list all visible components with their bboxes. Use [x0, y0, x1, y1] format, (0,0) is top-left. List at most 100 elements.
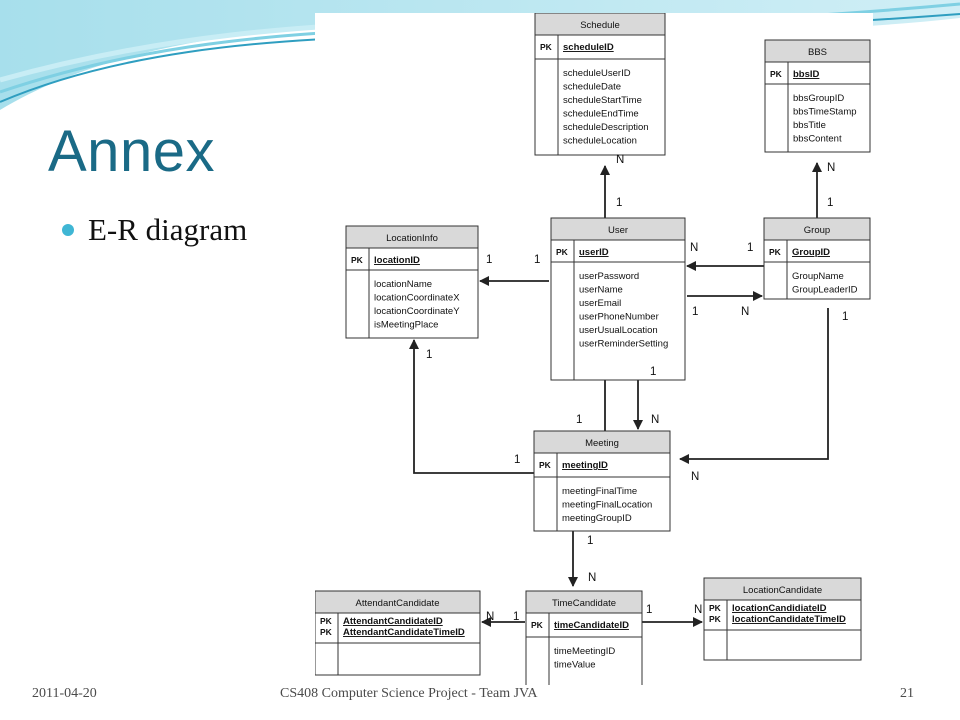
attribute-field: bbsTimeStamp [793, 107, 857, 118]
attribute-field: bbsGroupID [793, 93, 844, 104]
pk-field: locationCandidateTimeID [732, 614, 846, 625]
attribute-field: userName [579, 285, 623, 296]
entity-header [345, 225, 479, 249]
entity-header [550, 217, 686, 241]
page-number: 21 [900, 686, 914, 701]
entity-name: BBS [808, 47, 827, 58]
bullet-item: E-R diagram [62, 212, 247, 248]
entity-name: TimeCandidate [552, 598, 616, 609]
cardinality-label: 1 [616, 197, 622, 209]
entity-header [763, 217, 871, 241]
cardinality-label: 1 [534, 254, 540, 266]
entity-name: LocationInfo [386, 233, 438, 244]
cardinality-label: 1 [692, 306, 698, 318]
pk-label: PK [769, 247, 782, 257]
attribute-field: meetingFinalTime [562, 486, 637, 497]
entity-name: User [608, 225, 628, 236]
cardinality-label: 1 [650, 366, 656, 378]
pk-field: locationID [374, 255, 420, 266]
rel-group-to-meeting [679, 308, 829, 464]
attribute-field: scheduleDescription [563, 122, 649, 133]
entity-name: LocationCandidate [743, 585, 822, 596]
pk-label: PK [709, 603, 722, 613]
pk-label: PK [556, 247, 569, 257]
attribute-field: locationCoordinateY [374, 306, 460, 317]
cardinality-label: 1 [842, 311, 848, 323]
slide-title: Annex [48, 119, 215, 184]
attribute-field: timeMeetingID [554, 646, 615, 657]
attribute-field: userPassword [579, 271, 639, 282]
cardinality-label: N [588, 572, 596, 584]
cardinality-label: N [690, 242, 698, 254]
attribute-field: scheduleStartTime [563, 95, 642, 106]
bullet-dot-icon [62, 224, 74, 236]
pk-field: timeCandidateID [554, 620, 629, 631]
entity-name: Meeting [585, 438, 619, 449]
entity-box [534, 13, 666, 156]
pk-field: userID [579, 247, 609, 258]
cardinality-label: N [651, 414, 659, 426]
entity-name: Schedule [580, 20, 620, 31]
pk-label: PK [320, 616, 333, 626]
pk-field: scheduleID [563, 42, 614, 53]
attribute-field: scheduleEndTime [563, 109, 639, 120]
cardinality-label: 1 [576, 414, 582, 426]
entity-name: Group [804, 225, 830, 236]
entity-bbs: BBS PK bbsID bbsGroupID bbsTimeStamp bbsTitle… [764, 39, 871, 153]
cardinality-label: N [827, 162, 835, 174]
pk-label: PK [770, 69, 783, 79]
pk-field: AttendantCandidateTimeID [343, 627, 465, 638]
attribute-field: meetingGroupID [562, 513, 632, 524]
pk-label: PK [539, 460, 552, 470]
pk-field: locationCandidiateID [732, 603, 827, 614]
cardinality-label: N [694, 604, 702, 616]
pk-field: GroupID [792, 247, 830, 258]
cardinality-label: N [616, 154, 624, 166]
attribute-field: scheduleUserID [563, 68, 631, 79]
pk-field: bbsID [793, 69, 820, 80]
entity-header [315, 590, 481, 614]
attribute-field: locationName [374, 279, 432, 290]
entity-name: AttendantCandidate [356, 598, 440, 609]
cardinality-label: 1 [747, 242, 753, 254]
pk-field: AttendantCandidateID [343, 616, 443, 627]
pk-label: PK [540, 42, 553, 52]
cardinality-label: N [741, 306, 749, 318]
cardinality-label: 1 [646, 604, 652, 616]
attribute-field: locationCoordinateX [374, 293, 460, 304]
attribute-field: bbsContent [793, 134, 842, 145]
attribute-field: timeValue [554, 660, 596, 671]
attribute-field: meetingFinalLocation [562, 500, 652, 511]
cardinality-label: N [486, 611, 494, 623]
attribute-field: bbsTitle [793, 120, 826, 131]
pk-field: meetingID [562, 460, 608, 471]
pk-label: PK [531, 620, 544, 630]
rel-meeting-to-locationinfo [409, 339, 534, 474]
attribute-field: userUsualLocation [579, 325, 658, 336]
cardinality-label: 1 [827, 197, 833, 209]
pk-label: PK [351, 255, 364, 265]
cardinality-label: 1 [486, 254, 492, 266]
attribute-field: isMeetingPlace [374, 320, 438, 331]
cardinality-label: N [691, 471, 699, 483]
attribute-field: GroupName [792, 271, 844, 282]
attribute-field: userEmail [579, 298, 621, 309]
pk-label: PK [709, 614, 722, 624]
entity-header [534, 13, 666, 36]
entity-box [550, 217, 686, 381]
entity-header [533, 430, 671, 454]
footer-text: CS408 Computer Science Project - Team JV… [280, 686, 538, 701]
attribute-field: scheduleLocation [563, 136, 637, 147]
cardinality-label: 1 [426, 349, 432, 361]
cardinality-label: 1 [513, 611, 519, 623]
